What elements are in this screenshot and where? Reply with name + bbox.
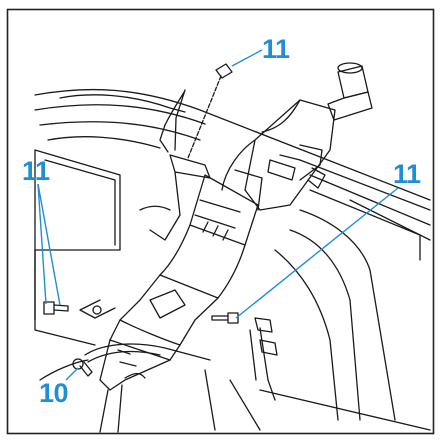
- steering-column: [39, 62, 373, 433]
- leader-line-top: [231, 49, 263, 67]
- bolt-top: [187, 63, 233, 159]
- bolt-right: [211, 312, 239, 324]
- callout-label-bolt-top: 11: [262, 34, 290, 64]
- leader-line-right: [235, 187, 399, 319]
- figure-frame: [6, 8, 435, 435]
- callout-label-bolt-left: 11: [22, 156, 50, 186]
- callout-label-bolt-bottom: 10: [39, 378, 69, 408]
- leader-line-left-1: [37, 183, 47, 305]
- leader-line-bottom: [65, 367, 79, 381]
- dashboard-outline: [34, 88, 431, 431]
- bolt-bottom: [72, 358, 93, 377]
- leader-line-left-2: [37, 183, 61, 306]
- callout-label-bolt-right: 11: [393, 159, 421, 189]
- bolt-left: [43, 301, 69, 315]
